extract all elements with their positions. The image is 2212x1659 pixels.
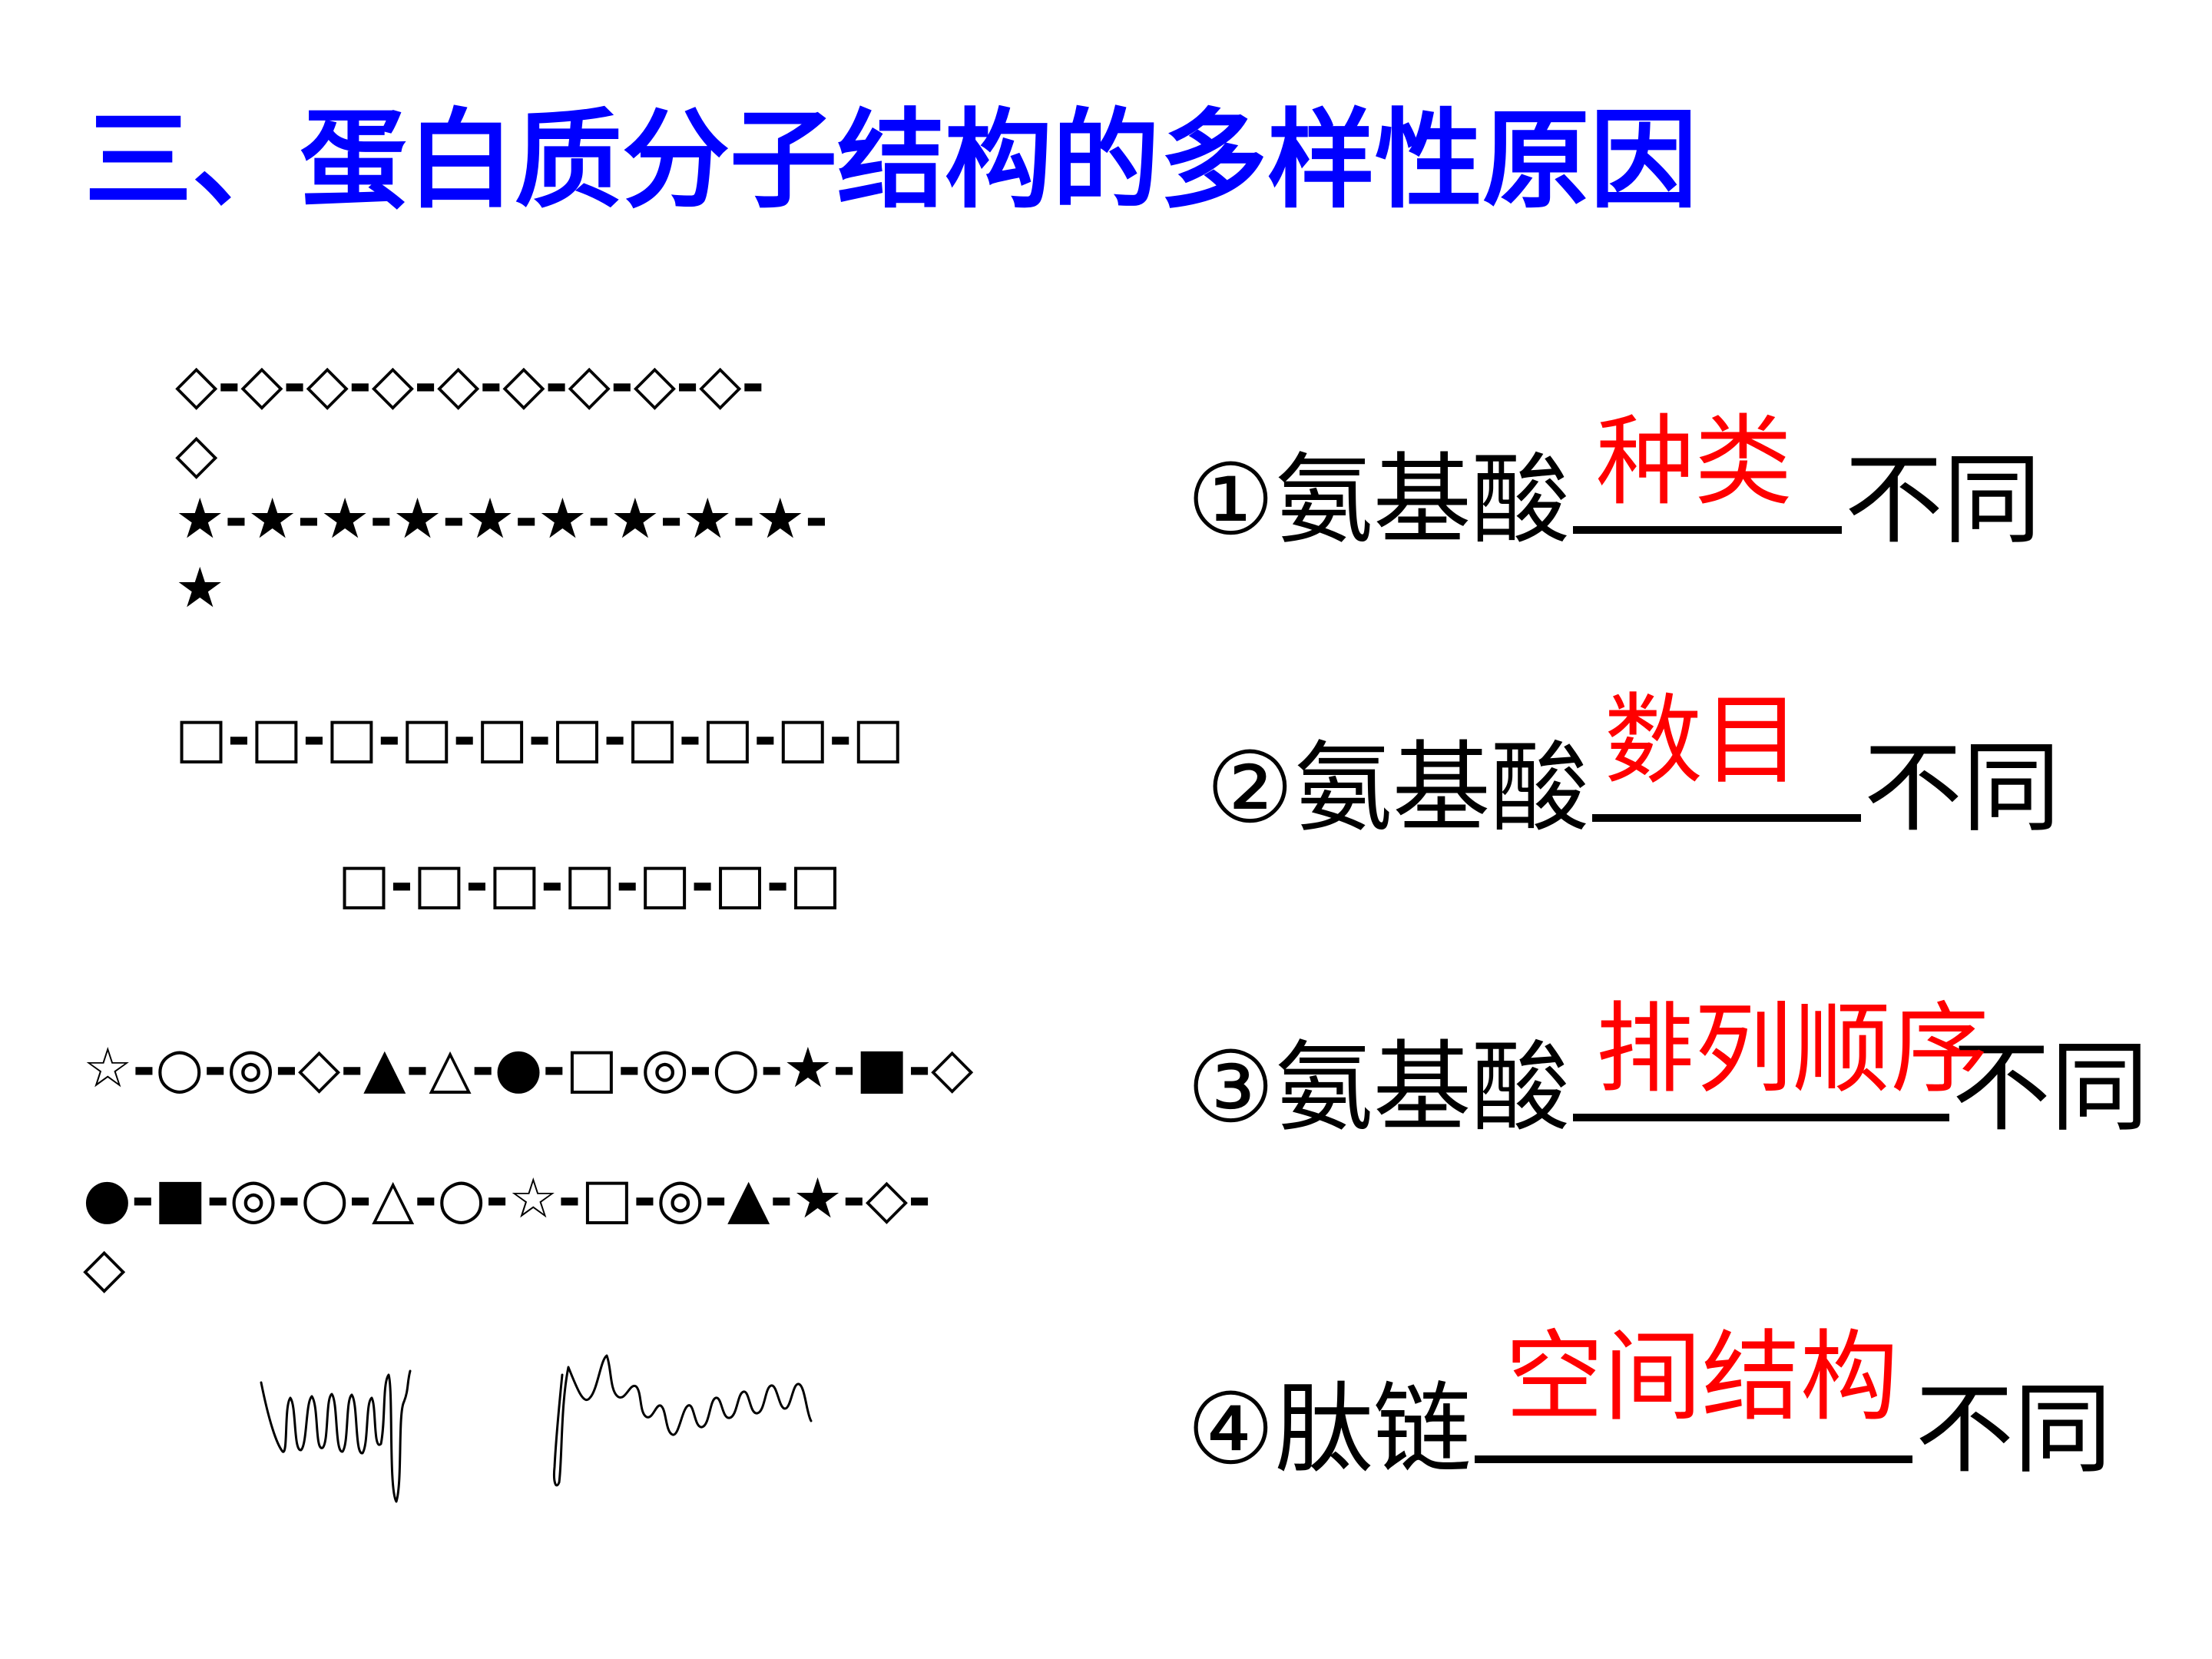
reason-3-answer: 排列顺序 (1595, 992, 1989, 1107)
reason-3-prefix: ③氨基酸 (1187, 1031, 1570, 1145)
reason-2-prefix: ②氨基酸 (1206, 731, 1589, 846)
chain-mixed-2-line2: ◇ (83, 1235, 126, 1300)
chain-stars-line2: ★ (175, 555, 225, 620)
reason-3: ③氨基酸排列顺序不同 (1187, 1000, 2149, 1146)
reason-1-suffix: 不同 (1844, 443, 2041, 558)
reason-2: ②氨基酸数目不同 (1206, 691, 2061, 846)
reason-1-blank: 种类 (1572, 412, 1842, 534)
reason-1-prefix: ①氨基酸 (1187, 443, 1570, 558)
reason-4: ④肽链空间结构不同 (1187, 1328, 2112, 1488)
chain-mixed-1: ☆-○-◎-◇-▲-△-●-□-◎-○-★-■-◇ (83, 1035, 974, 1100)
extended-peptide-squiggle-icon (553, 1354, 813, 1487)
reason-2-answer: 数目 (1604, 684, 1801, 798)
chain-stars-line1: ★-★-★-★-★-★-★-★-★- (175, 486, 828, 551)
chain-squares-long: □-□-□-□-□-□-□-□-□-□ (175, 705, 905, 770)
reason-1-answer: 种类 (1595, 405, 1793, 519)
chain-squares-short: □-□-□-□-□-□-□ (338, 851, 842, 916)
reason-4-suffix: 不同 (1915, 1373, 2112, 1487)
peptide-squiggles (260, 1354, 813, 1503)
chain-mixed-2-line1: ●-■-◎-○-△-○-☆-□-◎-▲-★-◇- (83, 1166, 931, 1230)
reason-3-blank: 排列顺序 (1572, 1000, 1989, 1121)
reason-1: ①氨基酸种类不同 (1187, 412, 2041, 558)
reason-4-answer: 空间结构 (1505, 1320, 1899, 1435)
reason-2-blank: 数目 (1591, 691, 1861, 822)
reason-3-suffix: 不同 (1952, 1031, 2149, 1145)
reason-2-suffix: 不同 (1863, 731, 2061, 846)
page-title: 三、蛋白质分子结构的多样性原因 (84, 98, 1698, 224)
reason-4-prefix: ④肽链 (1187, 1373, 1472, 1487)
chain-diamonds-line2: ◇ (175, 421, 218, 485)
chain-diamonds-line1: ◇-◇-◇-◇-◇-◇-◇-◇-◇- (175, 352, 765, 416)
folded-peptide-squiggle-icon (260, 1369, 412, 1503)
reason-4-blank: 空间结构 (1474, 1328, 1912, 1463)
